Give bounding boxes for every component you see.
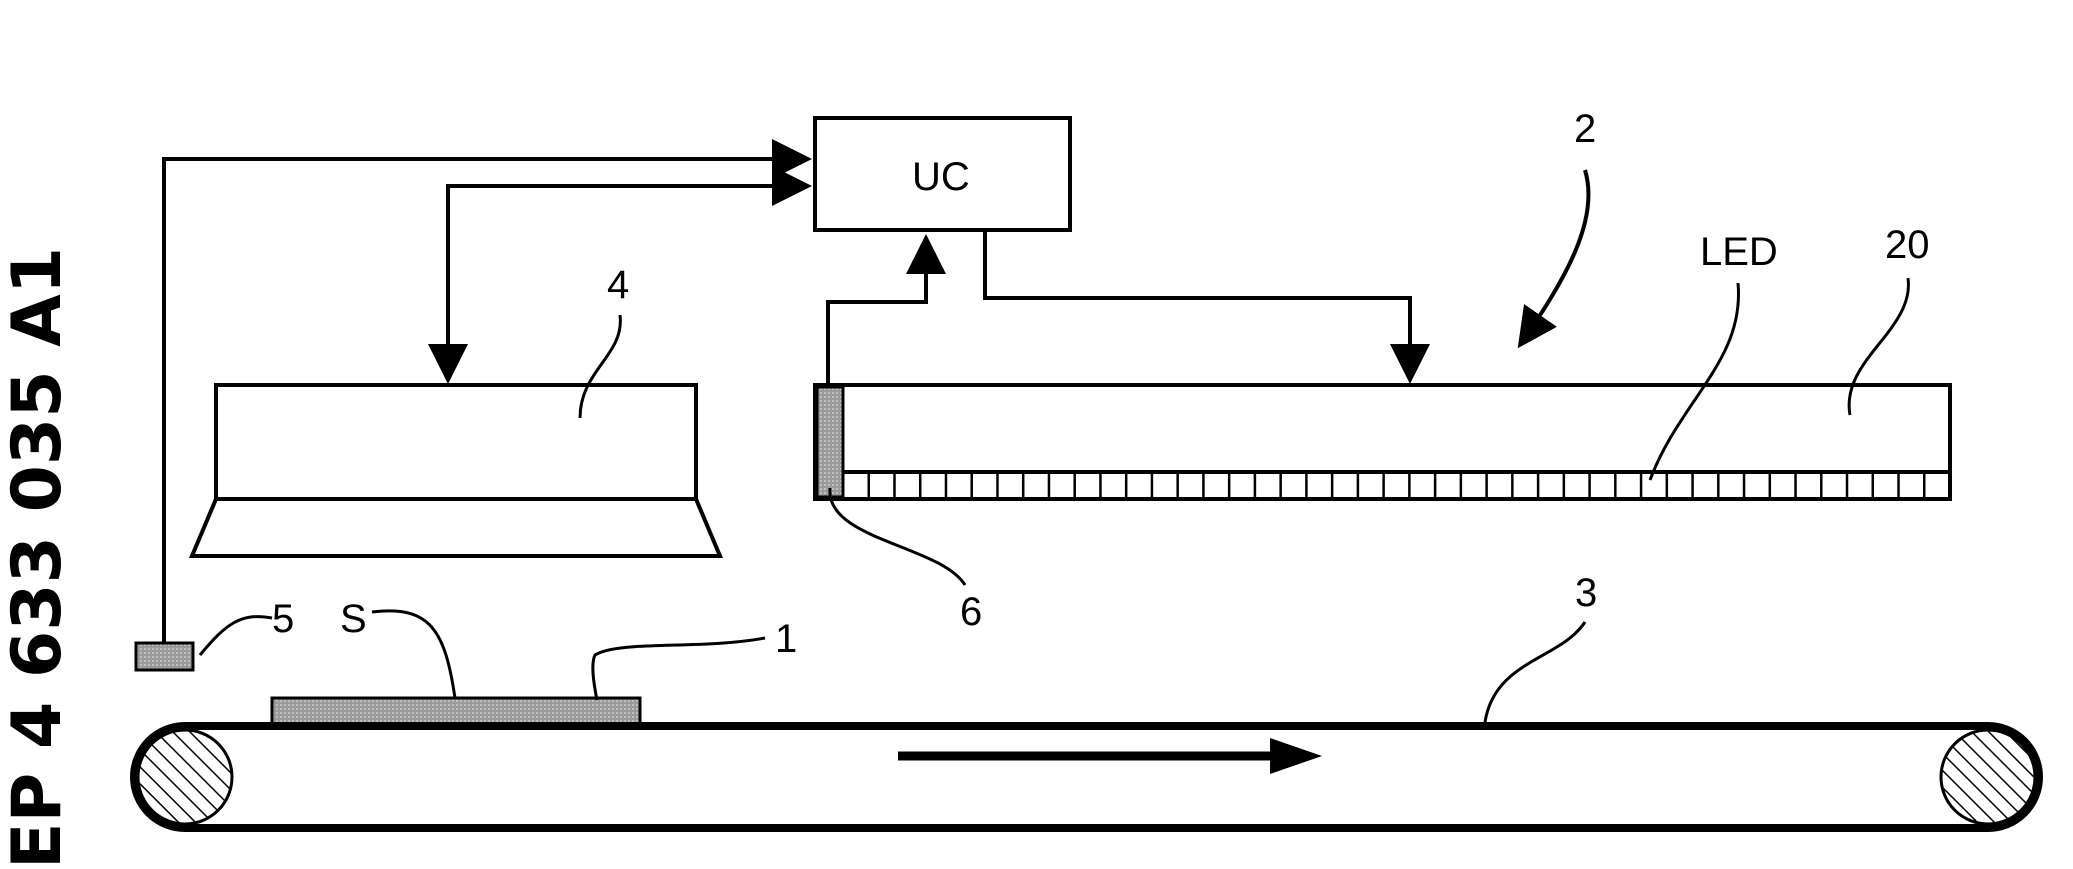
- position-sensor-label: 6: [960, 590, 982, 634]
- item-1: [272, 698, 640, 724]
- sensor-5: [136, 643, 193, 670]
- controller-label: UC: [912, 155, 970, 199]
- camera-body: [216, 385, 696, 499]
- lighting-unit-label: 2: [1574, 107, 1596, 151]
- camera-lens-hood: [192, 499, 720, 556]
- conveyor-label: 3: [1575, 571, 1597, 615]
- conveyor-belt: [134, 726, 2039, 828]
- conveyor-leader: [1485, 622, 1585, 722]
- led-control-line: [985, 230, 1410, 380]
- position-sensor-leader: [830, 488, 965, 585]
- sensor-label: 5: [272, 597, 294, 641]
- item-leader: [593, 638, 765, 700]
- position-sensor-line: [828, 238, 926, 385]
- conveyor-right-roller: [1941, 730, 2035, 824]
- camera-label: 4: [607, 263, 629, 307]
- item-label: 1: [775, 617, 797, 661]
- lighting-unit-arrow: [1520, 170, 1589, 345]
- sensor-leader: [200, 617, 272, 655]
- led-label: LED: [1700, 230, 1778, 274]
- position-sensor: [817, 387, 843, 497]
- sample-leader: [372, 611, 455, 698]
- led-bar-label: 20: [1885, 223, 1930, 267]
- sample-label: S: [340, 597, 367, 641]
- conveyor-left-roller: [138, 730, 232, 824]
- publication-number: EP 4 633 035 A1: [0, 247, 77, 869]
